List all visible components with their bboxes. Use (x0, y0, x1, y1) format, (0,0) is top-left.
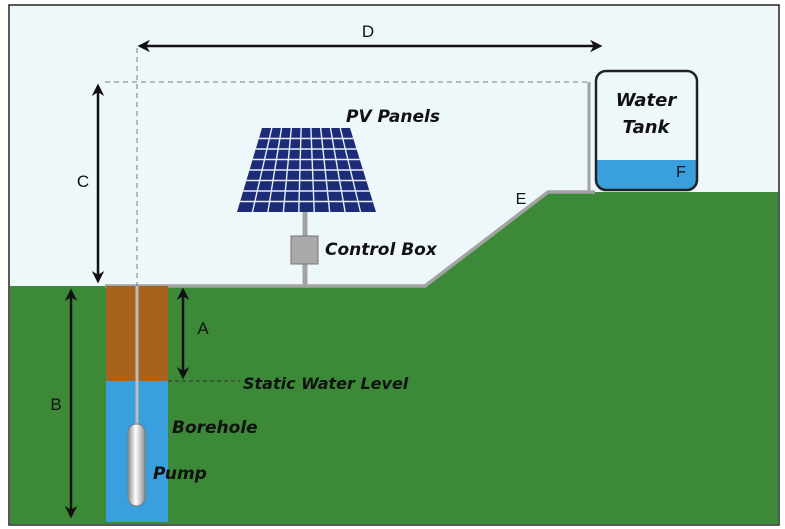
pump-label: Pump (153, 464, 207, 484)
control-box-icon (290, 235, 319, 265)
solar-panel-icon (237, 127, 376, 213)
water-tank-icon (594, 69, 699, 192)
pv-panels-label: PV Panels (346, 107, 440, 127)
dimension-d-label: D (362, 22, 374, 41)
ground (10, 192, 778, 524)
ground-surface-line (105, 190, 595, 288)
tank-water (596, 160, 697, 190)
water-tank-label-line2: Tank (622, 117, 670, 138)
control-box-label: Control Box (325, 240, 438, 260)
tank-level-f-label: F (676, 164, 686, 181)
borehole-label: Borehole (172, 418, 258, 438)
dimension-b-label: B (50, 395, 61, 414)
dimension-c-label: C (77, 172, 89, 191)
water-tank-label-line1: Water (616, 90, 678, 111)
tank-outline (594, 69, 699, 192)
submersible-pump-icon (127, 423, 146, 507)
static-water-level-label: Static Water Level (243, 374, 409, 393)
dimension-a-label: A (197, 319, 209, 338)
slope-e-label: E (516, 191, 527, 208)
